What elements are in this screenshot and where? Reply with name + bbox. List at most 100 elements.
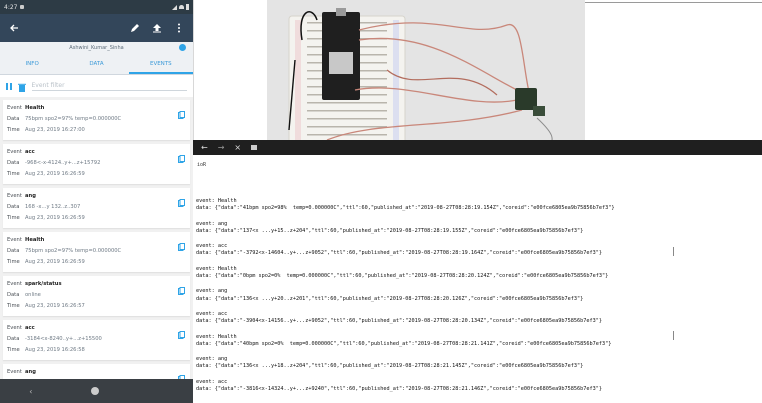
field-value: online bbox=[25, 292, 41, 298]
back-arrow-icon[interactable]: ← bbox=[201, 143, 208, 152]
event-filter-input[interactable]: Event filter bbox=[31, 82, 187, 91]
field-label: Data bbox=[7, 160, 20, 166]
field-label: Event bbox=[7, 237, 22, 243]
field-label: Event bbox=[7, 149, 22, 155]
battery-icon bbox=[186, 4, 189, 10]
field-value: 168 -x...y 132..z..307 bbox=[25, 204, 81, 210]
copy-icon[interactable] bbox=[178, 368, 185, 379]
scroll-marker[interactable] bbox=[673, 331, 674, 340]
terminal-event-name: event: Health bbox=[196, 333, 237, 340]
particle-app-screen: 4:27 Ashwini_Kumar_Sinha INFO DATA EVENT… bbox=[0, 0, 194, 403]
terminal-event-name: event: ang bbox=[196, 356, 228, 363]
field-label: Time bbox=[7, 303, 20, 309]
field-value: Health bbox=[25, 237, 45, 243]
terminal-event-name: event: acc bbox=[196, 243, 228, 250]
copy-icon[interactable] bbox=[178, 148, 185, 167]
field-label: Data bbox=[7, 292, 20, 298]
terminal-event-name: event: acc bbox=[196, 310, 228, 317]
nav-home-icon[interactable] bbox=[91, 387, 100, 395]
tab-bar: INFO DATA EVENTS bbox=[0, 54, 193, 75]
copy-icon[interactable] bbox=[178, 236, 185, 255]
android-nav-bar: ‹ bbox=[0, 379, 193, 403]
terminal-event-name: event: Health bbox=[196, 198, 237, 204]
field-label: Time bbox=[7, 259, 20, 265]
event-field-row: Data-3184<x-8240..y+...z+15500 bbox=[7, 334, 186, 345]
terminal-event-name: event: acc bbox=[196, 378, 228, 385]
copy-icon[interactable] bbox=[178, 280, 185, 299]
nav-recents-icon[interactable] bbox=[158, 388, 164, 394]
trash-icon[interactable] bbox=[17, 77, 26, 96]
field-value: Aug 23, 2019 16:26:57 bbox=[25, 303, 85, 309]
field-label: Time bbox=[7, 215, 20, 221]
tab-events[interactable]: EVENTS bbox=[128, 54, 193, 74]
tab-info[interactable]: INFO bbox=[25, 61, 39, 67]
app-bar bbox=[0, 14, 193, 42]
status-time: 4:27 bbox=[4, 3, 18, 11]
field-value: acc bbox=[25, 325, 35, 331]
notification-icon bbox=[20, 5, 25, 9]
flash-icon[interactable] bbox=[149, 20, 165, 36]
arrow-left-icon[interactable] bbox=[6, 20, 22, 36]
field-label: Data bbox=[7, 116, 20, 122]
field-value: ang bbox=[25, 369, 36, 375]
copy-icon[interactable] bbox=[178, 192, 185, 211]
terminal-toolbar: ← → × bbox=[193, 140, 762, 155]
terminal-event-data: data: {"data":"-3904<x-14156..y+...z+905… bbox=[196, 318, 603, 325]
terminal-event-data: data: {"data":"136<x ...y+18..z+204","tt… bbox=[196, 363, 584, 370]
field-value: -968<-x-4124..y+...z+15792 bbox=[25, 160, 101, 166]
terminal-event-data: data: {"data":"-3816<x-14324..y+...z+924… bbox=[196, 385, 603, 392]
copy-icon[interactable] bbox=[178, 324, 185, 343]
field-value: ang bbox=[25, 193, 36, 199]
pencil-icon[interactable] bbox=[127, 20, 143, 36]
field-value: 75bpm spo2=97% temp=0.000000C bbox=[25, 116, 122, 122]
scroll-marker[interactable] bbox=[673, 247, 674, 256]
field-value: -3184<x-8240..y+...z+15500 bbox=[25, 336, 102, 342]
terminal-event-name: event: Health bbox=[196, 265, 237, 272]
field-value: acc bbox=[25, 149, 35, 155]
field-value: Aug 23, 2019 16:26:59 bbox=[25, 171, 85, 177]
event-card[interactable]: EventangData145<-...y+92...z+254TimeAug … bbox=[3, 364, 190, 379]
copy-icon[interactable] bbox=[178, 104, 185, 123]
field-value: Aug 23, 2019 16:26:58 bbox=[25, 347, 85, 353]
pause-icon[interactable] bbox=[6, 82, 12, 90]
nav-back-icon[interactable]: ‹ bbox=[29, 386, 33, 396]
forward-arrow-icon[interactable]: → bbox=[217, 143, 225, 152]
terminal-event-data: data: {"data":"136<x ...y+20..z+201","tt… bbox=[196, 295, 584, 302]
field-value: spark/status bbox=[25, 281, 62, 287]
event-filter-bar: Event filter bbox=[0, 75, 193, 97]
terminal-event-name: event: ang bbox=[196, 220, 228, 227]
wifi-icon bbox=[179, 5, 184, 9]
field-value: Aug 23, 2019 16:26:59 bbox=[25, 259, 85, 265]
more-vertical-icon[interactable] bbox=[171, 20, 187, 36]
print-icon[interactable] bbox=[251, 145, 258, 150]
field-value: Health bbox=[25, 105, 45, 111]
tab-data[interactable]: DATA bbox=[89, 61, 104, 67]
event-field-row: Time Aug 23, 2019 16:26:59 bbox=[7, 257, 186, 268]
close-icon[interactable]: × bbox=[234, 143, 242, 152]
